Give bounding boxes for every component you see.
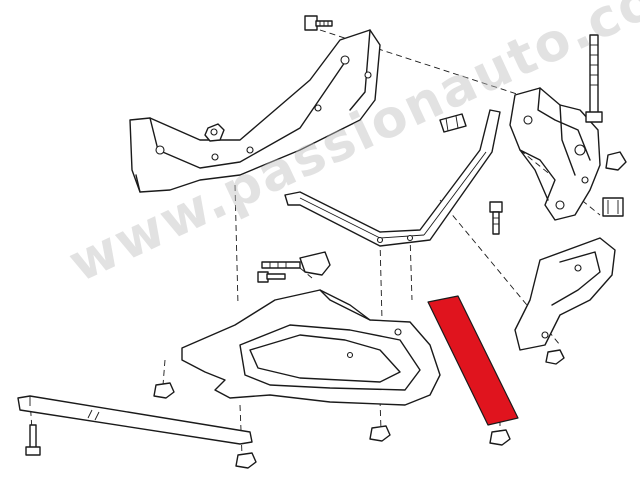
suspension-bracket (509, 87, 601, 221)
crossmember-nut (204, 123, 225, 142)
bracket-nut (605, 151, 627, 171)
lower-bolt (25, 424, 41, 456)
top-bolt (304, 15, 333, 31)
mount-bracket (261, 251, 331, 276)
u-brace (284, 109, 501, 247)
highlighted-reinforcement-strip (427, 295, 519, 426)
threaded-stud (585, 34, 603, 123)
brace-clip (439, 113, 467, 133)
square-clip (602, 197, 624, 217)
side-bracket (514, 237, 616, 351)
nuts (153, 349, 565, 469)
underbody-plate (181, 289, 441, 406)
lower-tie-bar (17, 395, 253, 445)
mount-bolt (257, 271, 286, 283)
front-crossmember (129, 29, 381, 193)
center-bolt (489, 201, 503, 235)
